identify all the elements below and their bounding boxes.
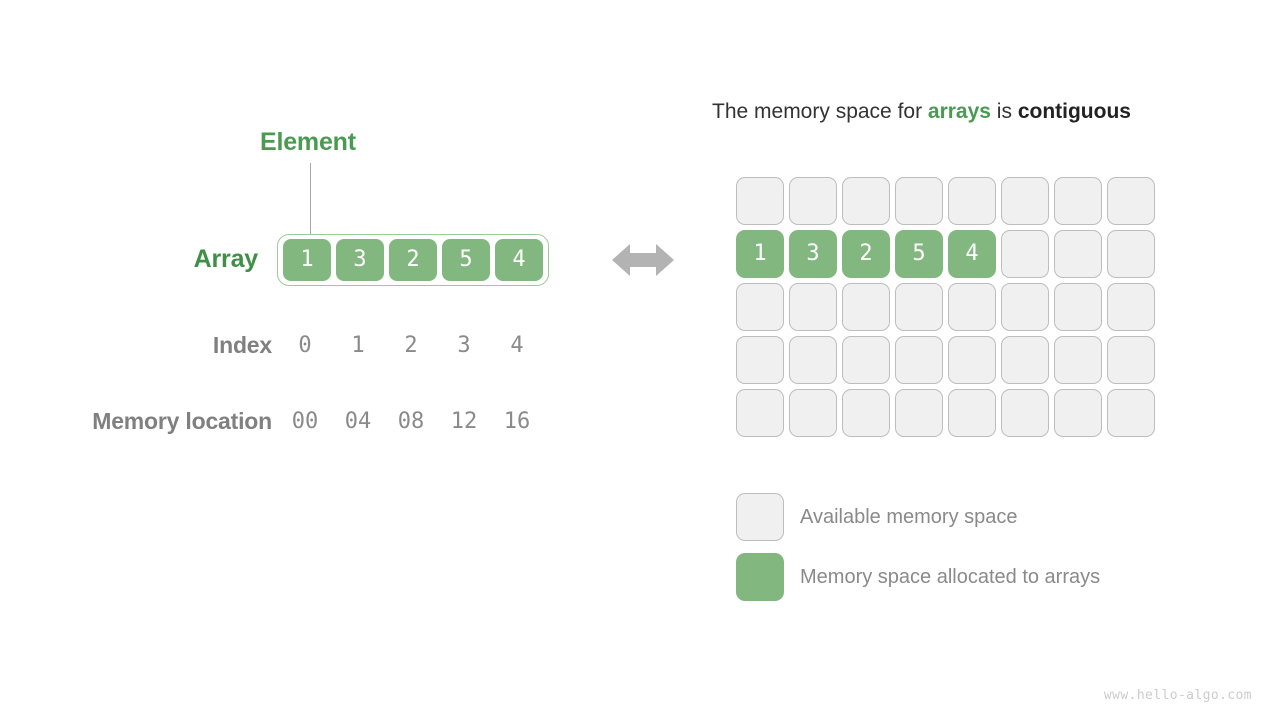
memory-cell-empty xyxy=(1001,230,1049,278)
memory-location-value: 12 xyxy=(450,409,478,434)
memory-title-highlight-contiguous: contiguous xyxy=(1017,100,1131,123)
memory-cell-empty xyxy=(789,177,837,225)
memory-grid-row: 1 3 2 5 4 xyxy=(736,230,1155,278)
array-structure-panel: Element Array 1 3 2 5 4 Index 0 1 2 3 4 … xyxy=(92,128,674,434)
memory-cell-empty xyxy=(1107,230,1155,278)
memory-location-values-row: 00 04 08 12 16 xyxy=(281,409,541,434)
memory-title-part1: The memory space for xyxy=(712,100,928,123)
memory-cell-empty xyxy=(1001,336,1049,384)
memory-location-value: 04 xyxy=(344,409,372,434)
memory-cell-empty xyxy=(1001,283,1049,331)
legend-item-available: Available memory space xyxy=(736,493,1100,541)
memory-cell-empty xyxy=(895,177,943,225)
memory-location-value: 08 xyxy=(397,409,425,434)
array-cell: 5 xyxy=(442,239,490,281)
legend-swatch-allocated-icon xyxy=(736,553,784,601)
double-arrow-icon xyxy=(612,244,674,276)
memory-cell-empty xyxy=(1107,389,1155,437)
array-cell: 4 xyxy=(495,239,543,281)
memory-grid-row xyxy=(736,336,1155,384)
memory-cell-empty xyxy=(1054,177,1102,225)
memory-cell-empty xyxy=(1054,230,1102,278)
index-value: 4 xyxy=(510,333,524,358)
memory-cell-empty xyxy=(736,283,784,331)
index-value: 0 xyxy=(298,333,312,358)
memory-cell-empty xyxy=(1001,389,1049,437)
index-value: 1 xyxy=(351,333,365,358)
memory-space-panel: The memory space for arrays is contiguou… xyxy=(700,0,1280,720)
memory-cell-empty xyxy=(1054,389,1102,437)
memory-cell-allocated: 2 xyxy=(842,230,890,278)
memory-cell-empty xyxy=(842,177,890,225)
memory-cell-empty xyxy=(736,389,784,437)
legend: Available memory space Memory space allo… xyxy=(736,493,1100,601)
index-value: 3 xyxy=(457,333,471,358)
memory-grid-row xyxy=(736,177,1155,225)
memory-cell-empty xyxy=(1107,336,1155,384)
memory-title-part2: is xyxy=(990,100,1018,123)
legend-item-allocated: Memory space allocated to arrays xyxy=(736,553,1100,601)
memory-cell-allocated: 5 xyxy=(895,230,943,278)
memory-cell-empty xyxy=(736,336,784,384)
legend-label-allocated: Memory space allocated to arrays xyxy=(800,565,1101,588)
legend-label-available: Available memory space xyxy=(800,505,1018,528)
memory-cell-empty xyxy=(948,283,996,331)
memory-cell-empty xyxy=(948,177,996,225)
array-cell: 2 xyxy=(389,239,437,281)
array-container: 1 3 2 5 4 xyxy=(277,234,549,286)
memory-cell-empty xyxy=(789,283,837,331)
memory-cell-empty xyxy=(1107,283,1155,331)
array-cell: 3 xyxy=(336,239,384,281)
memory-cell-allocated: 4 xyxy=(948,230,996,278)
memory-cell-empty xyxy=(948,336,996,384)
memory-cell-empty xyxy=(895,389,943,437)
watermark: www.hello-algo.com xyxy=(1103,688,1252,703)
array-cell: 1 xyxy=(283,239,331,281)
memory-cell-empty xyxy=(895,336,943,384)
index-row-label: Index xyxy=(212,332,272,358)
memory-cell-empty xyxy=(736,177,784,225)
memory-location-value: 16 xyxy=(503,409,531,434)
memory-cell-allocated: 3 xyxy=(789,230,837,278)
legend-swatch-available-icon xyxy=(736,493,784,541)
index-value: 2 xyxy=(404,333,418,358)
element-callout-label: Element xyxy=(260,128,356,156)
element-callout-connector-line xyxy=(310,163,311,237)
index-values-row: 0 1 2 3 4 xyxy=(281,333,541,358)
memory-location-row-label: Memory location xyxy=(92,408,272,434)
memory-title: The memory space for arrays is contiguou… xyxy=(712,100,1131,124)
memory-grid: 1 3 2 5 4 xyxy=(736,177,1155,437)
memory-cell-empty xyxy=(842,283,890,331)
memory-cell-empty xyxy=(1054,336,1102,384)
memory-cell-empty xyxy=(842,389,890,437)
memory-grid-row xyxy=(736,389,1155,437)
memory-cell-empty xyxy=(895,283,943,331)
memory-location-value: 00 xyxy=(291,409,319,434)
memory-cell-allocated: 1 xyxy=(736,230,784,278)
memory-title-highlight-arrays: arrays xyxy=(927,100,991,123)
memory-cell-empty xyxy=(1054,283,1102,331)
memory-cell-empty xyxy=(1001,177,1049,225)
memory-grid-row xyxy=(736,283,1155,331)
memory-cell-empty xyxy=(1107,177,1155,225)
memory-cell-empty xyxy=(789,389,837,437)
array-row-label: Array xyxy=(193,245,259,273)
memory-cell-empty xyxy=(948,389,996,437)
memory-cell-empty xyxy=(789,336,837,384)
memory-cell-empty xyxy=(842,336,890,384)
